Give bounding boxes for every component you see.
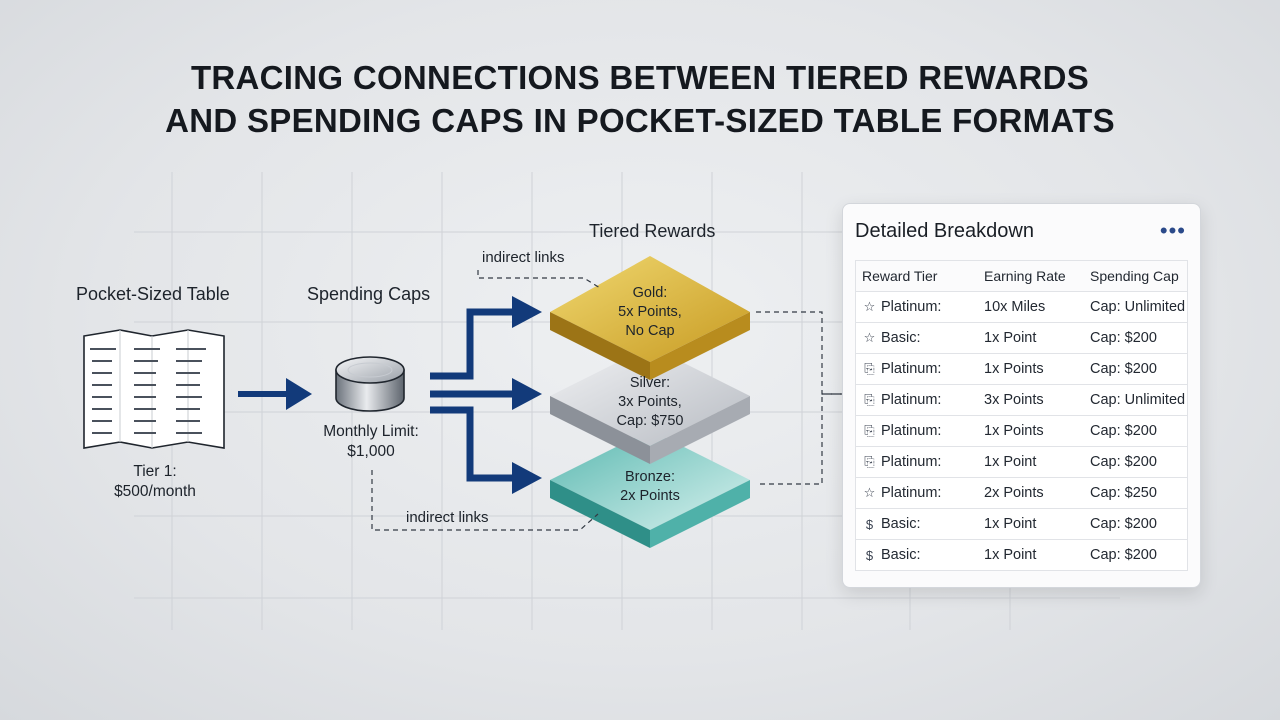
cell-spending-cap: Cap: $200 [1090, 547, 1157, 563]
tier-name: Platinum: [881, 485, 942, 501]
cell-spending-cap: Cap: $200 [1090, 361, 1157, 377]
tier-name: Platinum: [881, 454, 942, 470]
spending-caps-label: Spending Caps [307, 284, 431, 304]
table-row: ☆ Basic: 1x Point Cap: $200 [855, 323, 1188, 354]
pocket-table-label: Pocket-Sized Table [76, 284, 230, 304]
cell-spending-cap: Cap: Unlimited [1090, 299, 1186, 315]
gold-tier-text: Gold: 5x Points, No Cap [590, 284, 710, 341]
detailed-breakdown-card: Detailed Breakdown ••• Reward Tier Earni… [842, 203, 1201, 588]
cell-earning-rate: 3x Points [984, 392, 1044, 408]
bronze-tier-slab [550, 430, 750, 548]
cell-reward-tier: ⎘ Platinum: [856, 361, 980, 377]
table-row: ⎘ Platinum: 1x Points Cap: $200 [855, 354, 1188, 385]
cell-earning-rate: 10x Miles [984, 299, 1046, 315]
tier-name: Platinum: [881, 361, 942, 377]
cell-reward-tier: ☆ Platinum: [856, 485, 980, 501]
dollar-icon: $ [865, 516, 874, 532]
tier-name: Platinum: [881, 299, 942, 315]
star-icon: ☆ [863, 330, 876, 345]
header-reward-tier: Reward Tier [862, 268, 938, 284]
title-line-1: TRACING CONNECTIONS BETWEEN TIERED REWAR… [190, 59, 1090, 96]
title-line-2: AND SPENDING CAPS IN POCKET-SIZED TABLE … [165, 102, 1115, 139]
gold-tier-slab [550, 256, 750, 380]
cell-reward-tier: ⎘ Platinum: [856, 423, 980, 439]
tier-name: Platinum: [881, 392, 942, 408]
header-spending-cap: Spending Cap [1090, 268, 1179, 284]
tier-name: Basic: [881, 547, 921, 563]
gold-tier-cap: No Cap [625, 323, 675, 339]
silver-tier-slab [550, 346, 750, 464]
tier-name: Platinum: [881, 423, 942, 439]
indirect-links-top-label: indirect links [482, 249, 565, 266]
bronze-tier-text: Bronze: 2x Points [590, 468, 710, 506]
monthly-limit-line-1: Monthly Limit: [323, 423, 419, 440]
monthly-limit-caption: Monthly Limit: $1,000 [312, 422, 430, 462]
indirect-link-lines [371, 270, 842, 531]
cell-earning-rate: 1x Points [984, 361, 1044, 377]
table-row: $ Basic: 1x Point Cap: $200 [855, 540, 1188, 571]
dollar-icon: $ [865, 547, 874, 563]
table-row: ☆ Platinum: 10x Miles Cap: Unlimited [855, 292, 1188, 323]
cell-spending-cap: Cap: $200 [1090, 454, 1157, 470]
cell-earning-rate: 1x Point [984, 516, 1037, 532]
card-icon: ⎘ [864, 361, 875, 376]
silver-tier-rate: 3x Points, [618, 394, 682, 410]
more-horizontal-icon[interactable]: ••• [1159, 218, 1186, 243]
silver-tier-name: Silver: [629, 375, 671, 391]
star-icon: ☆ [863, 299, 876, 314]
header-earning-rate: Earning Rate [984, 268, 1066, 284]
page-title: TRACING CONNECTIONS BETWEEN TIERED REWAR… [0, 56, 1280, 142]
cell-reward-tier: $ Basic: [856, 547, 980, 563]
cell-reward-tier: $ Basic: [856, 516, 980, 532]
table-header-row: Reward Tier Earning Rate Spending Cap [855, 260, 1188, 292]
cell-earning-rate: 1x Point [984, 330, 1037, 346]
bronze-tier-rate: 2x Points [620, 488, 680, 504]
branch-arrows [430, 308, 518, 482]
cell-reward-tier: ⎘ Platinum: [856, 392, 980, 408]
table-row: ⎘ Platinum: 1x Point Cap: $200 [855, 447, 1188, 478]
cell-spending-cap: Cap: $200 [1090, 330, 1157, 346]
cell-earning-rate: 1x Point [984, 547, 1037, 563]
tier-caption-line-1: Tier 1: [133, 463, 177, 480]
cell-spending-cap: Cap: $200 [1090, 516, 1157, 532]
cell-spending-cap: Cap: Unlimited [1090, 392, 1186, 408]
cell-reward-tier: ⎘ Platinum: [856, 454, 980, 470]
gold-tier-name: Gold: [632, 285, 668, 301]
silver-tier-text: Silver: 3x Points, Cap: $750 [590, 374, 710, 431]
cell-earning-rate: 1x Point [984, 454, 1037, 470]
pocket-table-illustration [83, 329, 225, 449]
indirect-links-bottom-label: indirect links [406, 509, 489, 526]
table-row: $ Basic: 1x Point Cap: $200 [855, 509, 1188, 540]
tier-name: Basic: [881, 330, 921, 346]
cell-spending-cap: Cap: $200 [1090, 423, 1157, 439]
breakdown-title: Detailed Breakdown [855, 220, 1034, 242]
tier-name: Basic: [881, 516, 921, 532]
cell-earning-rate: 1x Points [984, 423, 1044, 439]
table-row: ⎘ Platinum: 3x Points Cap: Unlimited [855, 385, 1188, 416]
silver-tier-cap: Cap: $750 [616, 413, 684, 429]
table-row: ☆ Platinum: 2x Points Cap: $250 [855, 478, 1188, 509]
spending-cap-puck-icon [335, 356, 405, 412]
card-icon: ⎘ [864, 454, 875, 469]
gold-tier-rate: 5x Points, [618, 304, 682, 320]
cell-reward-tier: ☆ Basic: [856, 330, 980, 346]
tiered-rewards-label: Tiered Rewards [589, 221, 716, 241]
breakdown-table: Reward Tier Earning Rate Spending Cap ☆ P… [855, 260, 1188, 571]
star-icon: ☆ [863, 485, 876, 500]
bronze-tier-name: Bronze: [625, 469, 675, 485]
card-icon: ⎘ [864, 423, 875, 438]
cell-reward-tier: ☆ Platinum: [856, 299, 980, 315]
card-icon: ⎘ [864, 392, 875, 407]
table-row: ⎘ Platinum: 1x Points Cap: $200 [855, 416, 1188, 447]
pocket-table-tier-caption: Tier 1: $500/month [94, 462, 216, 502]
monthly-limit-line-2: $1,000 [347, 443, 395, 460]
tier-caption-line-2: $500/month [114, 483, 196, 500]
cell-spending-cap: Cap: $250 [1090, 485, 1157, 501]
cell-earning-rate: 2x Points [984, 485, 1044, 501]
